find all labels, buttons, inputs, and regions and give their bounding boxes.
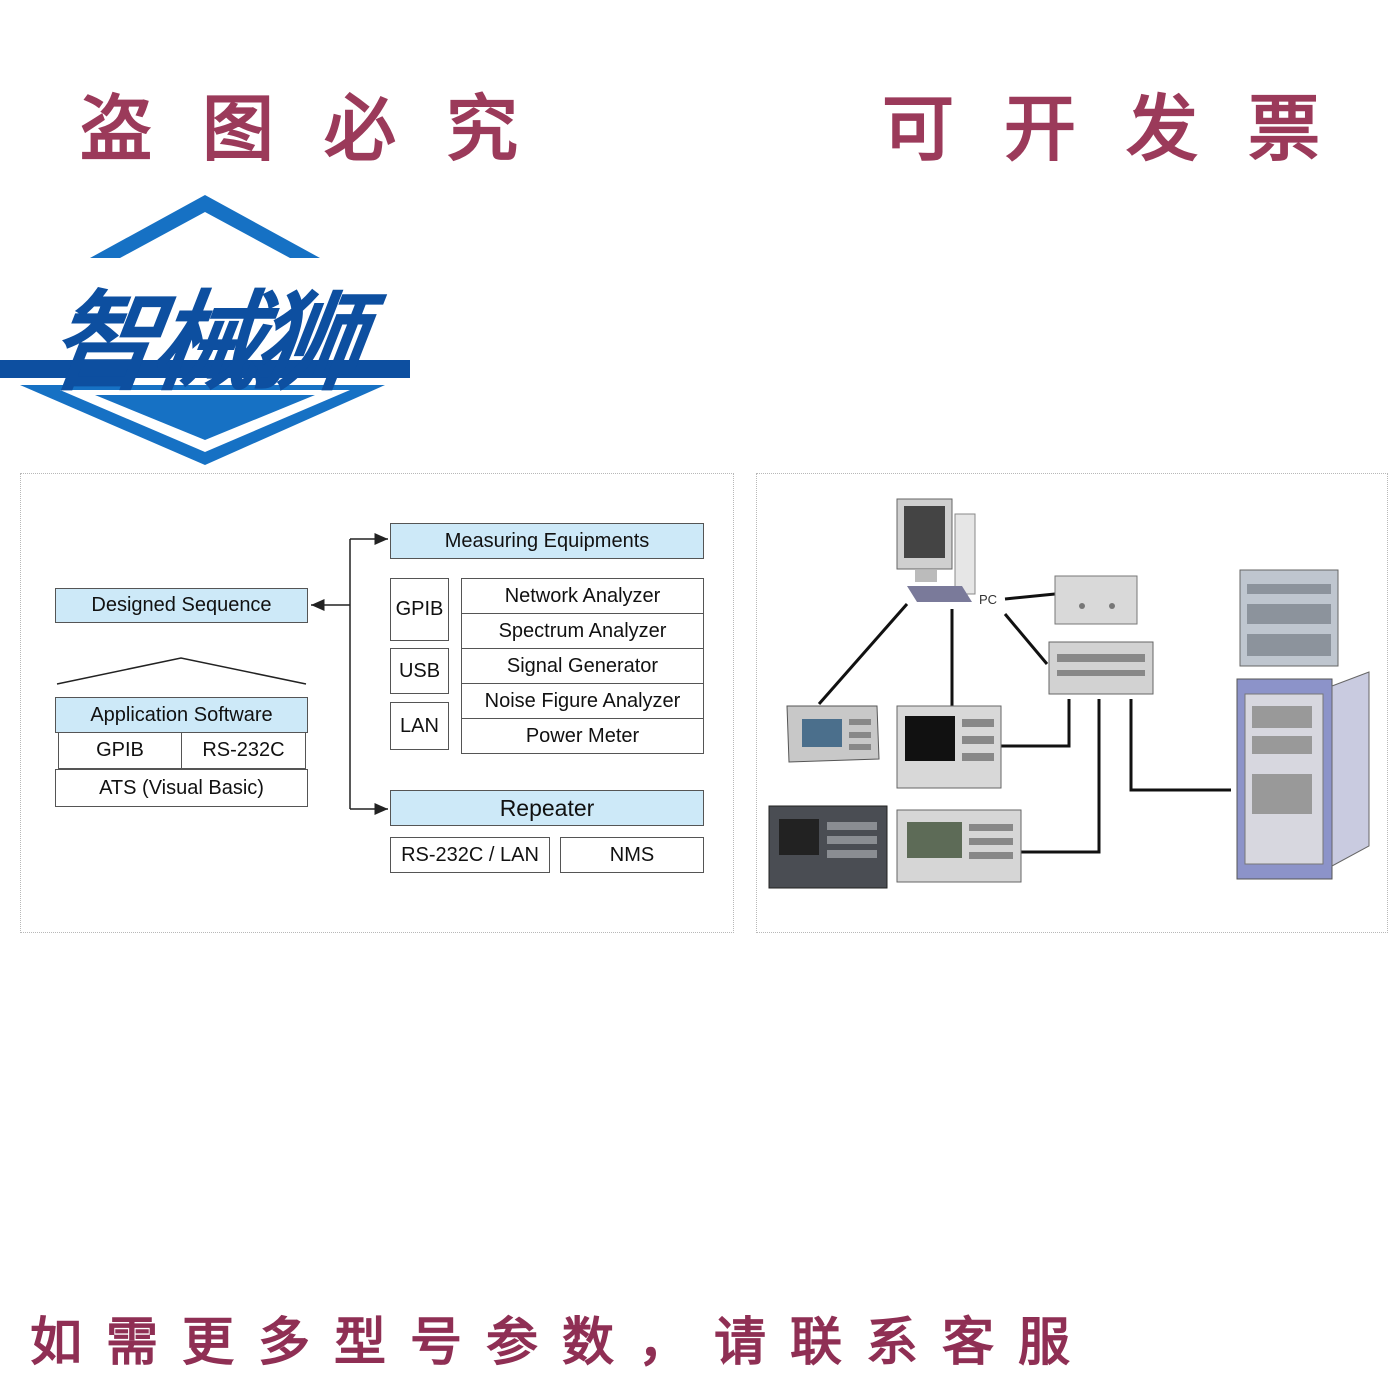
- watermark-char: 盗: [80, 86, 153, 171]
- watermark-char: 必: [324, 86, 397, 171]
- watermark-top: 盗 图 必 究 可 开 发 票: [0, 70, 1400, 171]
- diagram-connectors: [56, 533, 388, 815]
- equipment-power-meter: Power Meter: [461, 718, 704, 754]
- measuring-equipments-box: Measuring Equipments: [390, 523, 704, 559]
- watermark-char: 票: [1247, 86, 1320, 171]
- repeater-box: Repeater: [390, 790, 704, 826]
- application-software-box: Application Software: [55, 697, 308, 733]
- ats-box: ATS (Visual Basic): [55, 769, 308, 807]
- equipment-setup-photo: PC: [756, 473, 1388, 933]
- watermark-char: 究: [446, 86, 519, 171]
- watermark-top-left: 盗 图 必 究: [80, 70, 519, 171]
- equipment-illustration: PC: [768, 498, 1370, 889]
- equipment-signal-generator: Signal Generator: [461, 648, 704, 684]
- equipment-spectrum-analyzer: Spectrum Analyzer: [461, 613, 704, 649]
- watermark-top-right: 可 开 发 票: [881, 70, 1320, 171]
- system-diagram-panel: Designed Sequence Application Software G…: [20, 473, 734, 933]
- equipment-noise-figure-analyzer: Noise Figure Analyzer: [461, 683, 704, 719]
- watermark-char: 图: [202, 86, 275, 171]
- nms-box: NMS: [560, 837, 704, 873]
- interface-lan-box: LAN: [390, 702, 449, 750]
- equipment-network-analyzer: Network Analyzer: [461, 578, 704, 614]
- repeater-interface-box: RS-232C / LAN: [390, 837, 550, 873]
- interface-gpib-box: GPIB: [390, 578, 449, 641]
- pc-icon: [896, 498, 976, 602]
- watermark-char: 开: [1003, 86, 1076, 171]
- watermark-char: 可: [881, 86, 954, 171]
- logo-emblem: [0, 195, 410, 465]
- app-rs232c-box: RS-232C: [181, 733, 306, 769]
- logo-wordmark: 智械狮: [41, 281, 366, 406]
- interface-usb-box: USB: [390, 648, 449, 694]
- app-gpib-box: GPIB: [58, 733, 182, 769]
- watermark-bottom: 如需更多型号参数，请联系客服: [30, 1312, 1095, 1373]
- pc-label: PC: [979, 592, 997, 607]
- watermark-char: 发: [1125, 86, 1198, 171]
- designed-sequence-box: Designed Sequence: [55, 588, 308, 623]
